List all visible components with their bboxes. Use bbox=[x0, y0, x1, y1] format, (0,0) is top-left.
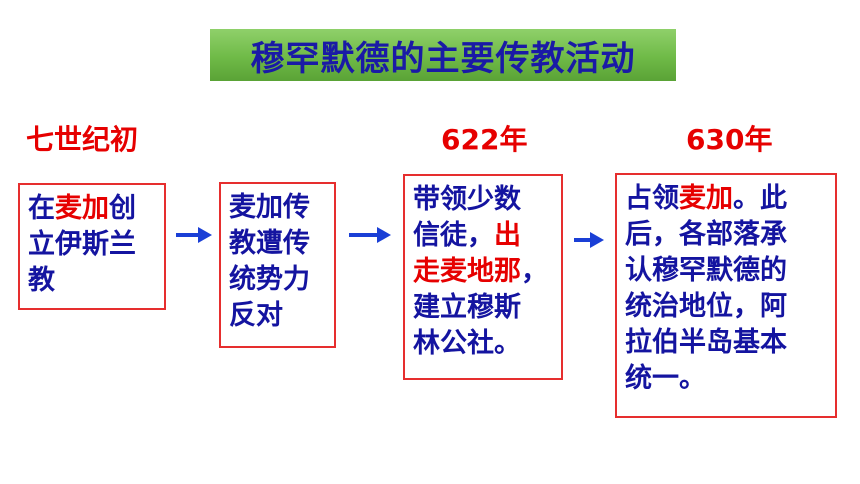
box-text-line: 信徒，出 bbox=[413, 218, 553, 254]
box-text-line: 在麦加创 bbox=[28, 191, 156, 227]
box-text: 立伊斯兰 bbox=[28, 229, 136, 260]
box-text: 创 bbox=[109, 193, 136, 224]
box-text: 建立穆斯 bbox=[413, 292, 521, 323]
box-text: 统势力 bbox=[229, 264, 310, 295]
box-text: ， bbox=[521, 256, 548, 287]
flow-arrow-1 bbox=[176, 225, 212, 245]
box-text-line: 带领少数 bbox=[413, 182, 553, 218]
box-text-line: 走麦地那， bbox=[413, 254, 553, 290]
highlighted-text: 出 bbox=[494, 220, 521, 251]
box-text: 统治地位，阿 bbox=[625, 291, 787, 322]
arrow-right-icon bbox=[176, 227, 212, 243]
box-text-line: 认穆罕默德的 bbox=[625, 253, 827, 289]
box-text-line: 统势力 bbox=[229, 262, 326, 298]
box-text: 林公社。 bbox=[413, 328, 521, 359]
box-text-line: 麦加传 bbox=[229, 190, 326, 226]
box-text: 认穆罕默德的 bbox=[625, 255, 787, 286]
box-text-line: 立伊斯兰 bbox=[28, 227, 156, 263]
box-text-line: 统治地位，阿 bbox=[625, 289, 827, 325]
title-banner: 穆罕默德的主要传教活动 bbox=[210, 29, 676, 81]
arrow-right-icon bbox=[574, 232, 604, 248]
box-text-line: 林公社。 bbox=[413, 326, 553, 362]
event-box-hijra: 带领少数信徒，出走麦地那，建立穆斯林公社。 bbox=[403, 174, 563, 380]
box-text-line: 统一。 bbox=[625, 361, 827, 397]
date-label-630: 630年 bbox=[686, 123, 773, 156]
highlighted-text: 麦加 bbox=[679, 183, 733, 214]
box-text: 麦加 bbox=[229, 192, 283, 223]
box-text: 统一。 bbox=[625, 363, 706, 394]
box-text: 反对 bbox=[229, 300, 283, 331]
event-box-opposition: 麦加传教遭传统势力反对 bbox=[219, 182, 336, 348]
highlighted-text: 麦加 bbox=[55, 193, 109, 224]
box-text-line: 占领麦加。此 bbox=[625, 181, 827, 217]
event-box-founding: 在麦加创立伊斯兰教 bbox=[18, 183, 166, 310]
box-text: 后，各部落承 bbox=[625, 219, 787, 250]
box-text-line: 后，各部落承 bbox=[625, 217, 827, 253]
event-box-conquest: 占领麦加。此后，各部落承认穆罕默德的统治地位，阿拉伯半岛基本统一。 bbox=[615, 173, 837, 418]
arrow-right-icon bbox=[349, 227, 391, 243]
box-text-line: 建立穆斯 bbox=[413, 290, 553, 326]
box-text: 拉伯半岛基本 bbox=[625, 327, 787, 358]
box-text-line: 教遭传 bbox=[229, 226, 326, 262]
date-label-622: 622年 bbox=[441, 123, 528, 156]
date-label-early-7th-century: 七世纪初 bbox=[26, 123, 139, 156]
box-text: 在 bbox=[28, 193, 55, 224]
box-text-line: 反对 bbox=[229, 298, 326, 334]
flow-arrow-3 bbox=[574, 230, 604, 250]
box-text: 教 bbox=[28, 265, 55, 296]
box-text-line: 教 bbox=[28, 263, 156, 299]
box-text: 信徒， bbox=[413, 220, 494, 251]
box-text: 传 bbox=[283, 192, 310, 223]
box-text: 带领少数 bbox=[413, 184, 521, 215]
highlighted-text: 走麦地那 bbox=[413, 256, 521, 287]
box-text: 占领 bbox=[625, 183, 679, 214]
flow-arrow-2 bbox=[349, 225, 391, 245]
box-text: 教遭传 bbox=[229, 228, 310, 259]
box-text: 。此 bbox=[733, 183, 787, 214]
diagram-title: 穆罕默德的主要传教活动 bbox=[250, 38, 636, 79]
box-text-line: 拉伯半岛基本 bbox=[625, 325, 827, 361]
